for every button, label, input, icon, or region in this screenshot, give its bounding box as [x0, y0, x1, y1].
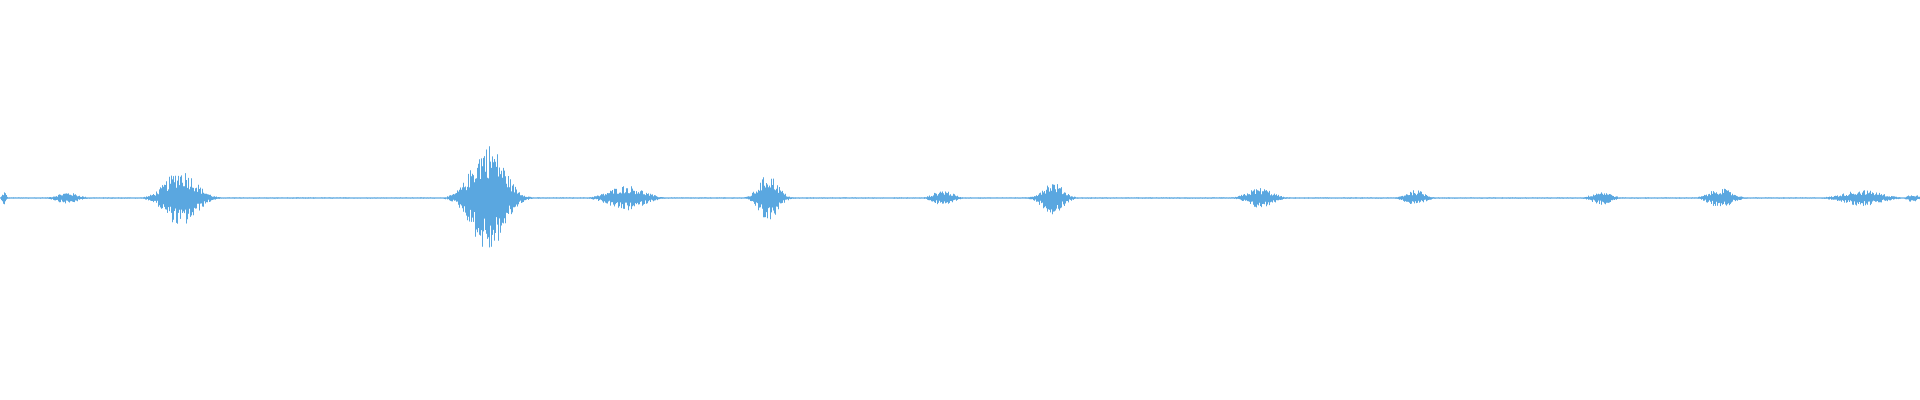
waveform-signal: [0, 146, 1920, 248]
